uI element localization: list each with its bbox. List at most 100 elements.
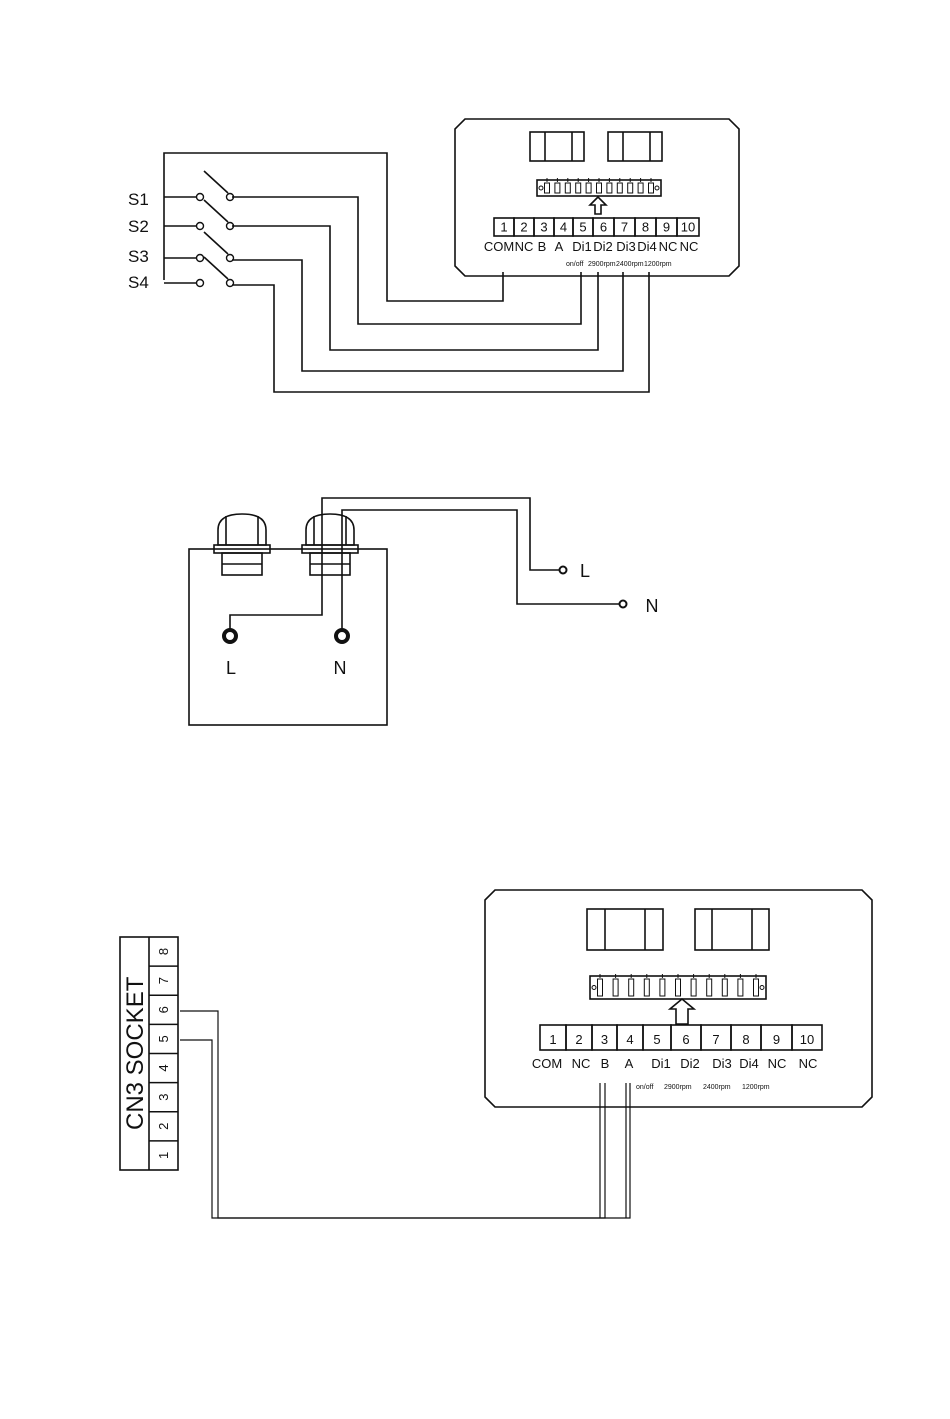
terminal-number: 8: [742, 1032, 749, 1047]
terminal-number: 10: [800, 1032, 814, 1047]
terminal-label: B: [538, 239, 547, 254]
terminal-3: 3: [592, 1025, 617, 1050]
cable-gland-right: [302, 514, 358, 575]
terminal-n-icon: [336, 630, 348, 642]
terminal-label: B: [601, 1056, 610, 1071]
terminal-6: 6: [593, 218, 614, 236]
speed-label: 1200rpm: [742, 1084, 770, 1091]
terminal-number: 3: [601, 1032, 608, 1047]
socket-pin-label: 8: [156, 948, 171, 955]
terminal-label: Di2: [680, 1056, 700, 1071]
terminal-8: 8: [731, 1025, 761, 1050]
supply-terminal-n-icon: [620, 601, 627, 608]
terminal-number: 9: [773, 1032, 780, 1047]
terminal-label: NC: [799, 1056, 818, 1071]
switch-label: S1: [128, 190, 149, 209]
speed-label: 2400rpm: [616, 261, 644, 268]
terminal-4: 4: [554, 218, 573, 236]
speed-label: 1200rpm: [644, 261, 672, 268]
switch-s3: S3: [128, 232, 234, 266]
terminal-number: 2: [520, 220, 527, 235]
speed-label: on/off: [566, 261, 583, 268]
terminal-label: Di4: [637, 239, 657, 254]
socket-pin-label: 4: [156, 1064, 171, 1071]
terminal-number: 8: [642, 220, 649, 235]
power-junction-box: [189, 549, 387, 725]
display-window-left-2: [587, 909, 663, 950]
terminal-label: COM: [532, 1056, 562, 1071]
terminal-10: 10: [792, 1025, 822, 1050]
terminal-4: 4: [617, 1025, 643, 1050]
terminal-3: 3: [534, 218, 554, 236]
terminal-6: 6: [671, 1025, 701, 1050]
insert-arrow-icon-2: [670, 999, 694, 1024]
terminal-1: 1: [540, 1025, 566, 1050]
terminal-label: NC: [768, 1056, 787, 1071]
terminal-number: 6: [600, 220, 607, 235]
terminal-10: 10: [677, 218, 699, 236]
terminal-block-2: 12345678910COMNCBADi1Di2Di3Di4NCNC: [532, 1025, 822, 1071]
terminal-7: 7: [701, 1025, 731, 1050]
cable-gland-left: [214, 514, 270, 575]
terminal-label: Di2: [593, 239, 613, 254]
terminal-2: 2: [514, 218, 534, 236]
terminal-l-icon: [224, 630, 236, 642]
terminal-label: NC: [515, 239, 534, 254]
wire-live: [230, 498, 559, 630]
socket-title: CN3 SOCKET: [122, 976, 149, 1130]
switch-label: S4: [128, 273, 149, 292]
terminal-2: 2: [566, 1025, 592, 1050]
speed-label: 2900rpm: [588, 261, 616, 268]
terminal-label: A: [555, 239, 564, 254]
terminal-label: COM: [484, 239, 514, 254]
switch-label: S2: [128, 217, 149, 236]
wire-neutral: [342, 510, 619, 630]
terminal-number: 4: [560, 220, 567, 235]
supply-label-n: N: [646, 596, 659, 616]
terminal-1: 1: [494, 218, 514, 236]
terminal-label: Di1: [651, 1056, 671, 1071]
connector-strip-1: [537, 178, 661, 196]
socket-pin-label: 6: [156, 1006, 171, 1013]
socket-pin-label: 1: [156, 1152, 171, 1159]
display-window-right-2: [695, 909, 769, 950]
terminal-number: 6: [682, 1032, 689, 1047]
speed-label: on/off: [636, 1084, 653, 1091]
supply-terminal-l-icon: [560, 567, 567, 574]
switch-s1: S1: [128, 171, 234, 209]
terminal-number: 10: [681, 220, 695, 235]
power-supply-diagram: L N L N: [189, 498, 659, 725]
terminal-7: 7: [614, 218, 635, 236]
terminal-number: 1: [549, 1032, 556, 1047]
terminal-number: 3: [540, 220, 547, 235]
terminal-number: 9: [663, 220, 670, 235]
terminal-9: 9: [656, 218, 677, 236]
display-window-left-1: [530, 132, 584, 161]
terminal-number: 7: [712, 1032, 719, 1047]
socket-pin-label: 7: [156, 977, 171, 984]
display-window-right-1: [608, 132, 662, 161]
terminal-label: Di4: [739, 1056, 759, 1071]
terminal-8: 8: [635, 218, 656, 236]
speed-label: 2900rpm: [664, 1084, 692, 1091]
terminal-label: NC: [659, 239, 678, 254]
terminal-number: 5: [579, 220, 586, 235]
terminal-5: 5: [573, 218, 593, 236]
connector-strip-2: [590, 974, 766, 999]
box-label-n: N: [334, 658, 347, 678]
terminal-label: A: [625, 1056, 634, 1071]
terminal-label: NC: [572, 1056, 591, 1071]
terminal-label: Di1: [572, 239, 592, 254]
wire-rs485-a: [180, 1011, 630, 1218]
socket-pin-label: 3: [156, 1094, 171, 1101]
socket-pin-label: 5: [156, 1035, 171, 1042]
terminal-label: Di3: [616, 239, 636, 254]
